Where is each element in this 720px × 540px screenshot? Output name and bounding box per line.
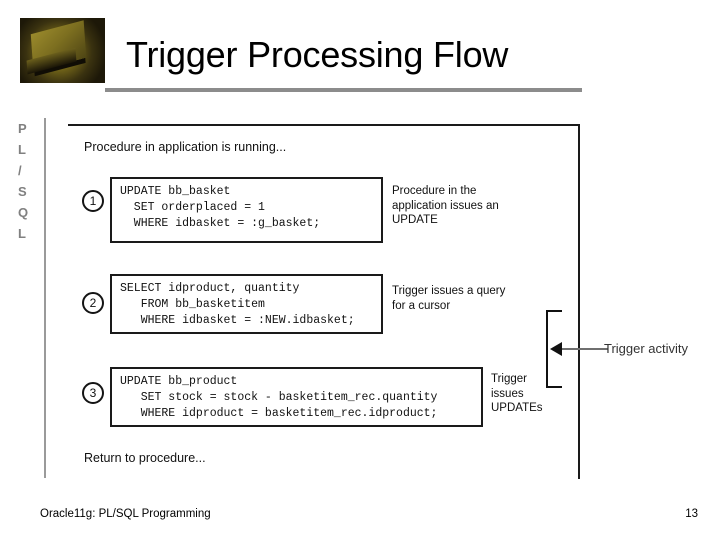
- code-line: UPDATE bb_basket: [120, 185, 231, 198]
- trigger-activity-arrow-head: [550, 342, 562, 356]
- sidebar-char-4: Q: [18, 205, 29, 220]
- flow-note-bottom: Return to procedure...: [84, 451, 206, 465]
- step-note-2: Trigger issues a query for a cursor: [392, 285, 506, 312]
- sidebar-char-1: L: [18, 142, 26, 157]
- code-line: WHERE idproduct = basketitem_rec.idprodu…: [120, 407, 438, 420]
- diagram-right-border: [578, 124, 580, 479]
- book-logo-icon: [20, 18, 105, 83]
- code-line: SELECT idproduct, quantity: [120, 282, 300, 295]
- diagram-top-border: [68, 124, 580, 126]
- flow-note-top: Procedure in application is running...: [84, 140, 287, 154]
- step-badge-3: 3: [82, 382, 104, 404]
- sidebar-divider: [44, 118, 46, 478]
- sidebar-char-2: /: [18, 163, 22, 178]
- code-block-1: UPDATE bb_basket SET orderplaced = 1 WHE…: [110, 177, 383, 243]
- code-line: SET orderplaced = 1: [120, 201, 265, 214]
- code-line: WHERE idbasket = :NEW.idbasket;: [120, 314, 355, 327]
- trigger-activity-label: Trigger activity: [604, 341, 689, 356]
- sidebar-char-0: P: [18, 121, 27, 136]
- code-line: SET stock = stock - basketitem_rec.quant…: [120, 391, 438, 404]
- page-title: Trigger Processing Flow: [126, 34, 509, 75]
- footer-page-number: 13: [685, 508, 698, 520]
- code-block-3: UPDATE bb_product SET stock = stock - ba…: [110, 367, 483, 427]
- step-note-1: Procedure in the application issues an U…: [392, 185, 499, 226]
- code-line: UPDATE bb_product: [120, 375, 238, 388]
- trigger-flow-diagram: Procedure in application is running... 1…: [68, 124, 580, 479]
- code-line: FROM bb_basketitem: [120, 298, 265, 311]
- step-badge-1: 1: [82, 190, 104, 212]
- footer-source: Oracle11g: PL/SQL Programming: [40, 508, 211, 520]
- code-line: WHERE idbasket = :g_basket;: [120, 217, 321, 230]
- step-note-3: Trigger issues UPDATEs: [491, 373, 543, 414]
- sidebar-char-5: L: [18, 226, 26, 241]
- sidebar-vertical-label: P L / S Q L: [18, 118, 38, 244]
- step-badge-2: 2: [82, 292, 104, 314]
- trigger-activity-arrow-line: [560, 348, 608, 350]
- title-divider: [105, 88, 582, 92]
- sidebar-char-3: S: [18, 184, 27, 199]
- code-block-2: SELECT idproduct, quantity FROM bb_baske…: [110, 274, 383, 334]
